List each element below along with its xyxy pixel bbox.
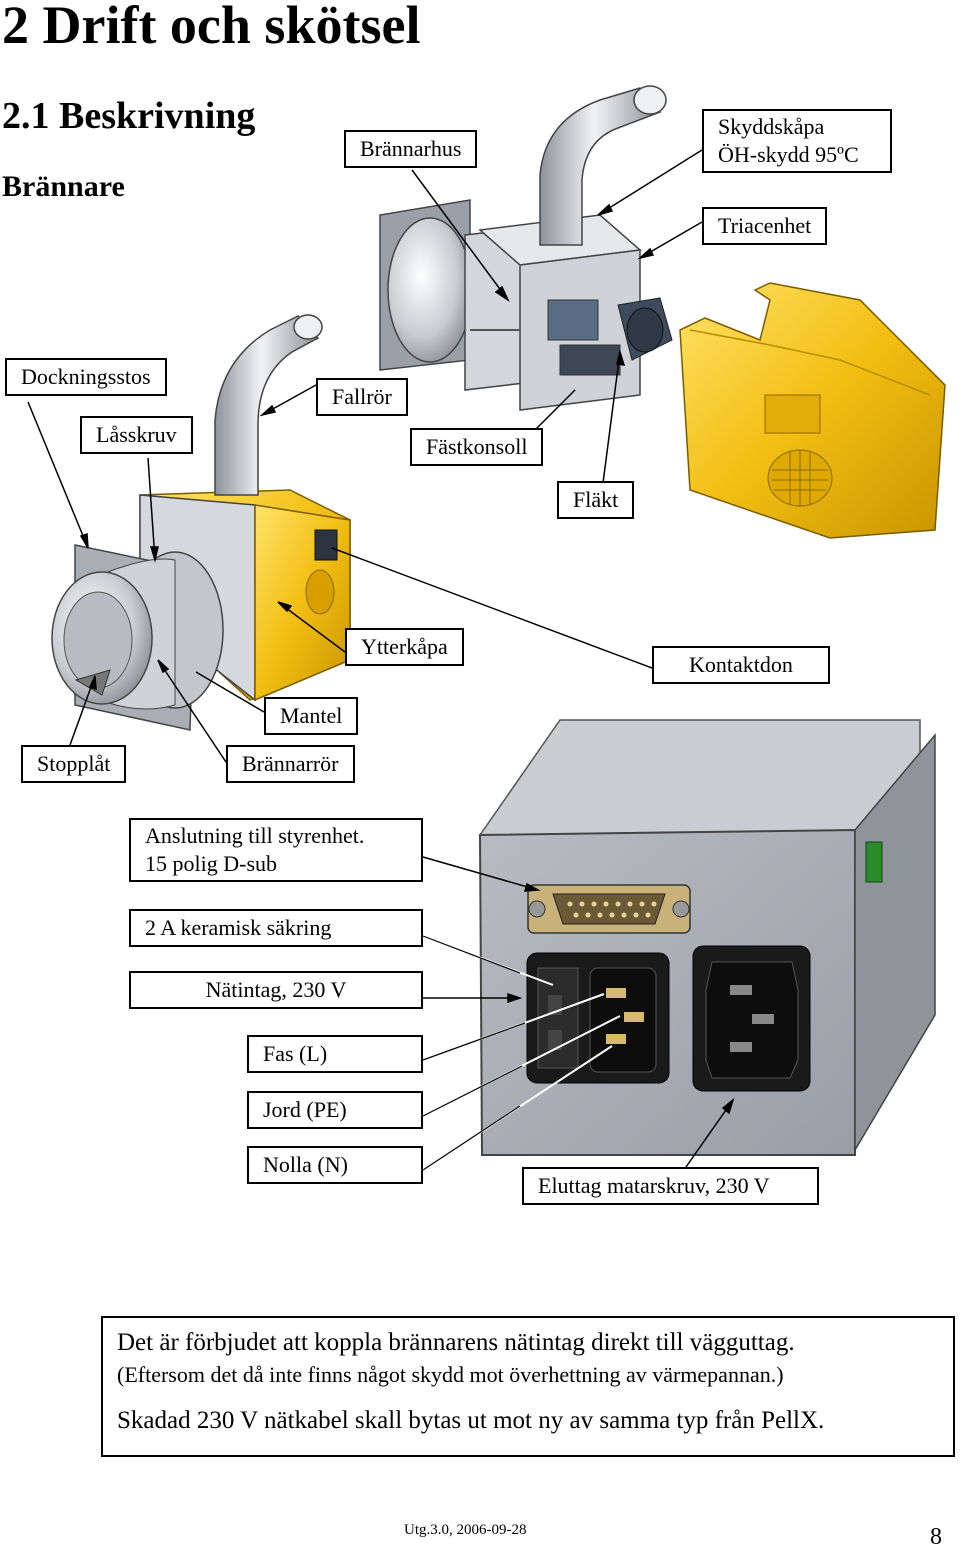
label-eluttag: Eluttag matarskruv, 230 V bbox=[522, 1167, 819, 1205]
label-skyddskapa-line1: Skyddskåpa bbox=[718, 114, 825, 139]
label-dockningsstos: Dockningsstos bbox=[5, 358, 167, 396]
warning-notice: Det är förbjudet att koppla brännarens n… bbox=[101, 1316, 955, 1457]
label-ytterkapa: Ytterkåpa bbox=[345, 628, 464, 666]
label-lasskruv: Låsskruv bbox=[80, 416, 193, 454]
label-mantel: Mantel bbox=[264, 697, 359, 735]
label-skyddskapa-line2: ÖH-skydd 95ºC bbox=[718, 142, 859, 167]
label-flakt: Fläkt bbox=[557, 481, 635, 519]
label-brannarhus: Brännarhus bbox=[344, 130, 478, 168]
label-nolla: Nolla (N) bbox=[247, 1146, 423, 1184]
chapter-title: 2 Drift och skötsel bbox=[2, 0, 421, 55]
footer-edition: Utg.3.0, 2006-09-28 bbox=[404, 1522, 527, 1538]
notice-line1: Det är förbjudet att koppla brännarens n… bbox=[117, 1329, 795, 1356]
leader-lines bbox=[27, 149, 735, 1168]
label-anslutning-line2: 15 polig D-sub bbox=[145, 851, 277, 876]
label-stopplat: Stopplåt bbox=[21, 745, 127, 783]
notice-line2: (Eftersom det då inte finns något skydd … bbox=[117, 1362, 784, 1387]
label-skyddskapa: Skyddskåpa ÖH-skydd 95ºC bbox=[702, 109, 892, 173]
label-sakring: 2 A keramisk säkring bbox=[129, 909, 423, 947]
label-fas: Fas (L) bbox=[247, 1035, 423, 1073]
page-number: 8 bbox=[930, 1524, 942, 1550]
label-natintag: Nätintag, 230 V bbox=[129, 971, 423, 1009]
burner-assembled bbox=[51, 314, 351, 731]
label-anslutning: Anslutning till styrenhet. 15 polig D-su… bbox=[129, 818, 423, 882]
notice-line3: Skadad 230 V nätkabel skall bytas ut mot… bbox=[117, 1407, 825, 1434]
contact-panel bbox=[478, 719, 936, 1156]
label-jord: Jord (PE) bbox=[247, 1091, 423, 1129]
section-title: 2.1 Beskrivning bbox=[2, 95, 256, 137]
burner-top bbox=[379, 85, 673, 411]
label-triacenhet: Triacenhet bbox=[702, 207, 828, 245]
label-fastkonsoll: Fästkonsoll bbox=[410, 428, 544, 466]
label-kontaktdon: Kontaktdon bbox=[652, 646, 830, 684]
label-anslutning-line1: Anslutning till styrenhet. bbox=[145, 823, 365, 848]
protective-cover bbox=[679, 282, 946, 539]
subsection-title: Brännare bbox=[2, 170, 125, 203]
label-brannarror: Brännarrör bbox=[226, 745, 355, 783]
label-fallror: Fallrör bbox=[316, 378, 408, 416]
